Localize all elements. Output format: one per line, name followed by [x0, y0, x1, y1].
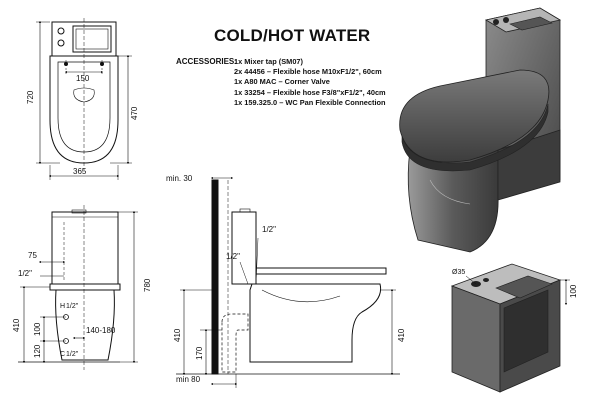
front-spacing-label: 140-180: [86, 326, 116, 335]
render-lid: [399, 69, 550, 163]
accessory-item: 1x 33254 – Flexible hose F3/8"xF1/2", 40…: [234, 87, 386, 97]
front-inlet-size-label: 1/2": [18, 269, 32, 278]
detail-height-label: 100: [569, 284, 578, 298]
detail-size-label: Ø35: [452, 269, 465, 276]
accessory-item: 1x 159.325.0 – WC Pan Flexible Connectio…: [234, 97, 386, 107]
render-basin: [509, 16, 553, 31]
front-total-height-label: 780: [143, 278, 152, 292]
wall: [211, 179, 219, 375]
cold-label: C: [60, 351, 65, 358]
outlet-pipe: [221, 313, 249, 373]
side-min-bottom-label: min 80: [176, 375, 201, 384]
tap-hole-icon: [57, 27, 65, 35]
front-view-tank: [51, 211, 119, 285]
top-length-label: 470: [130, 106, 139, 120]
top-width-label: 365: [73, 167, 87, 176]
top-height-label: 720: [26, 90, 35, 104]
front-view: [18, 205, 138, 370]
side-view: [176, 176, 400, 388]
side-outlet-height-label: 170: [195, 346, 204, 360]
front-view-pedestal: [55, 289, 115, 361]
side-inlet-right-label: 1/2": [262, 225, 276, 234]
front-tap-offset-label: 75: [28, 251, 37, 260]
hot-label: H: [60, 303, 65, 310]
front-seat-height-label: 410: [12, 318, 21, 332]
accessories-label: ACCESSORIES:: [176, 57, 237, 66]
render-bowl: [407, 149, 499, 253]
front-base-height-label: 120: [33, 344, 42, 358]
drain-hole-icon: [57, 39, 65, 47]
front-inlet-height-label: 100: [33, 322, 42, 336]
cold-size-label: 1/2": [66, 351, 79, 358]
top-view: [36, 18, 132, 180]
toilet-render: [399, 7, 562, 253]
detail-view: [450, 263, 570, 393]
detail-basin: [495, 275, 553, 299]
accessory-item: 1x A80 MAC – Corner Valve: [234, 77, 330, 87]
accessory-item: 2x 44456 – Flexible hose M10xF1/2", 60cm: [234, 67, 382, 77]
page-title: COLD/HOT WATER: [214, 26, 371, 45]
front-view-seat: [49, 283, 121, 291]
side-height-right-label: 410: [397, 328, 406, 342]
accessories-list: 1x Mixer tap (SM07) 2x 44456 – Flexible …: [234, 57, 386, 108]
top-spacing-label: 150: [76, 74, 90, 83]
hot-size-label: 1/2": [66, 303, 79, 310]
side-inlet-left-label: 1/2": [226, 252, 240, 261]
accessory-item: 1x Mixer tap (SM07): [234, 57, 304, 66]
top-view-basin: [72, 25, 112, 53]
side-min-top-label: min. 30: [166, 174, 193, 183]
side-view-lid: [255, 267, 387, 275]
side-height-left-label: 410: [173, 328, 182, 342]
side-view-bowl: [249, 283, 382, 363]
